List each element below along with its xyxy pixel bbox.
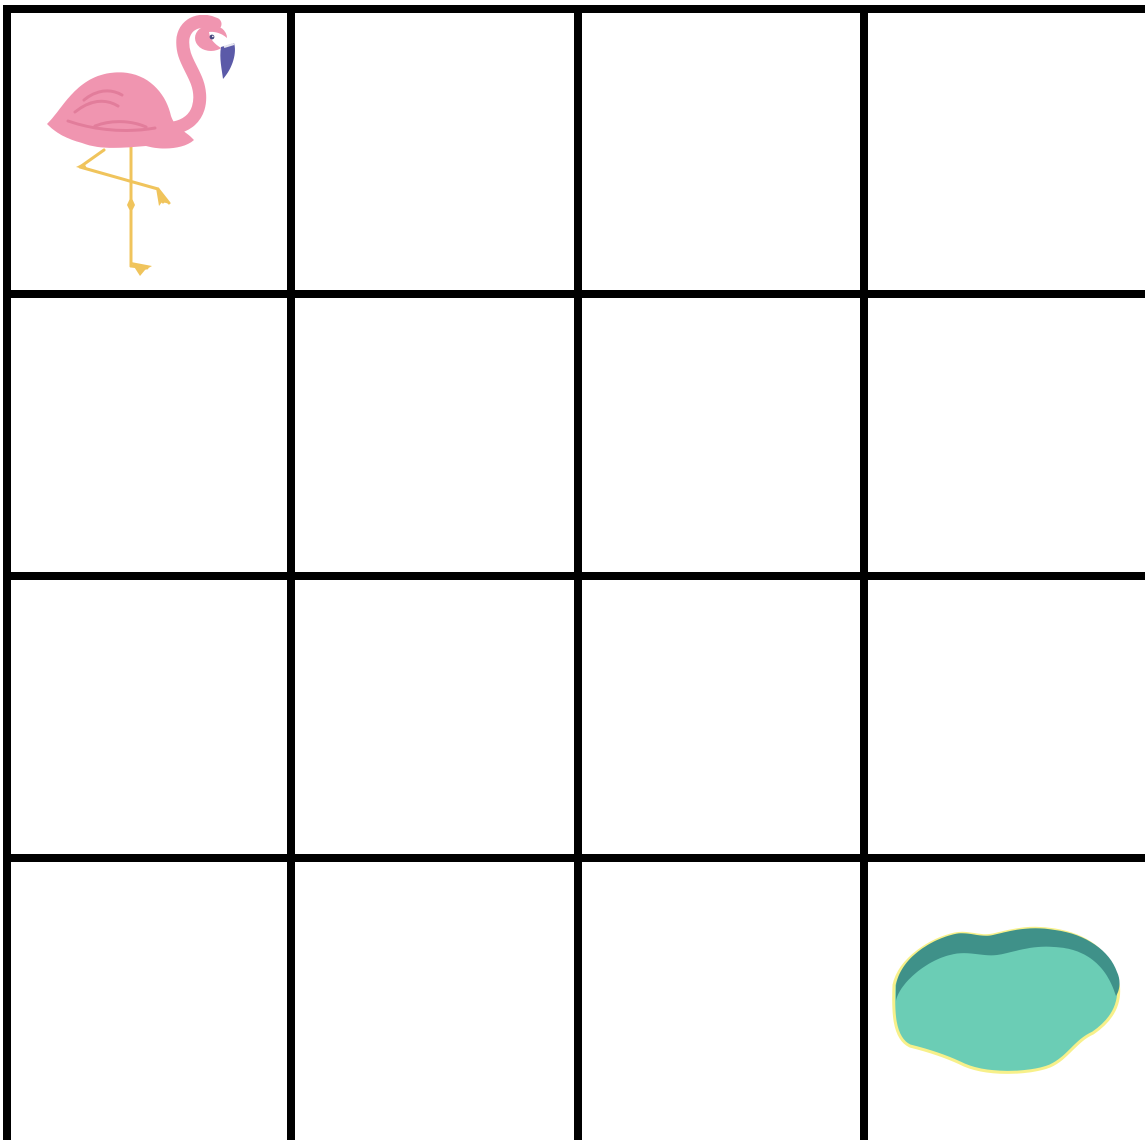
- grid-line-horizontal: [3, 5, 1145, 13]
- grid-line-horizontal: [3, 854, 1145, 862]
- cell-r2-c3[interactable]: [582, 298, 861, 573]
- cell-r2-c1[interactable]: [8, 298, 287, 573]
- cell-r1-c1[interactable]: [8, 13, 287, 288]
- cell-r3-c1[interactable]: [8, 580, 287, 855]
- cell-r3-c2[interactable]: [295, 580, 574, 855]
- cell-r1-c2[interactable]: [295, 13, 574, 288]
- cell-r4-c2[interactable]: [295, 862, 574, 1137]
- cell-r4-c4[interactable]: [868, 862, 1145, 1137]
- grid-line-horizontal: [3, 572, 1145, 580]
- cell-r3-c4[interactable]: [868, 580, 1145, 855]
- cell-r2-c4[interactable]: [868, 298, 1145, 573]
- cell-r3-c3[interactable]: [582, 580, 861, 855]
- cell-r4-c3[interactable]: [582, 862, 861, 1137]
- cell-r4-c1[interactable]: [8, 862, 287, 1137]
- cell-r1-c4[interactable]: [868, 13, 1145, 288]
- grid-line-horizontal: [3, 290, 1145, 298]
- cell-r1-c3[interactable]: [582, 13, 861, 288]
- cell-r2-c2[interactable]: [295, 298, 574, 573]
